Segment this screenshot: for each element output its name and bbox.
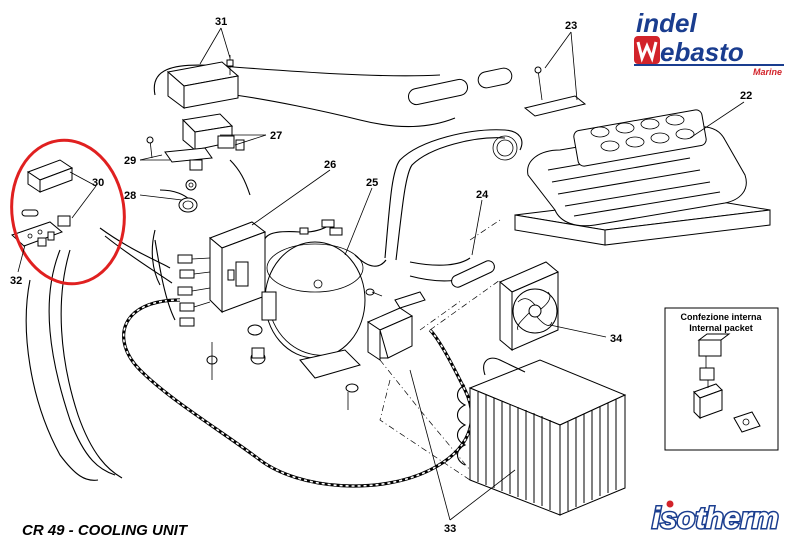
logo-indel-text: indel	[636, 8, 697, 38]
highlight-circle	[10, 138, 126, 286]
braided-sheath	[122, 298, 474, 488]
insulation-tubes	[407, 67, 513, 288]
callout-26: 26	[324, 159, 336, 171]
callout-34: 34	[610, 333, 623, 345]
relay-box-32	[166, 55, 245, 152]
compressor-25	[206, 219, 383, 410]
callout-30: 32	[10, 275, 22, 287]
callout-32: 31	[215, 16, 227, 28]
callout-22: 22	[740, 90, 752, 102]
electronic-module-26	[177, 221, 267, 327]
callout-24: 24	[476, 189, 489, 201]
fan-bracket	[366, 291, 426, 361]
logo-marine-text: Marine	[753, 67, 782, 76]
callout-23: 23	[565, 20, 577, 32]
fan-34	[499, 261, 559, 352]
inset-line-1: Confezione interna	[680, 312, 762, 322]
callout-27: 27	[270, 130, 282, 142]
assembly-lines	[379, 219, 501, 481]
callout-28: 28	[124, 190, 136, 202]
callout-25: 25	[366, 177, 378, 189]
inset-line-2: Internal packet	[689, 323, 753, 333]
diagram-title: CR 49 - COOLING UNIT	[22, 522, 188, 539]
condenser-33	[456, 357, 627, 516]
internal-packet-inset	[664, 307, 779, 451]
thermostat-parts-30-31	[11, 159, 74, 247]
isotherm-logo: isotherm	[650, 498, 785, 536]
small-parts-28-29	[146, 136, 213, 213]
condenser-fins	[477, 392, 617, 511]
power-cables	[25, 227, 173, 481]
callout-29: 29	[124, 155, 136, 167]
callout-33: 33	[444, 523, 456, 535]
indel-webasto-logo-graphic: indel ebasto Marine	[634, 8, 784, 76]
leader-lines	[17, 27, 745, 521]
evaporator-22	[514, 66, 771, 246]
evaporator-top-ovals	[590, 114, 695, 152]
indel-webasto-logo: indel ebasto Marine	[632, 8, 787, 76]
callout-numbers: 31 23 22 27 29 26 30 25 28 24 32 34 33	[10, 16, 752, 535]
callout-31: 30	[92, 177, 104, 189]
logo-webasto-text: ebasto	[660, 37, 744, 67]
isotherm-logo-graphic: isotherm	[651, 500, 780, 536]
